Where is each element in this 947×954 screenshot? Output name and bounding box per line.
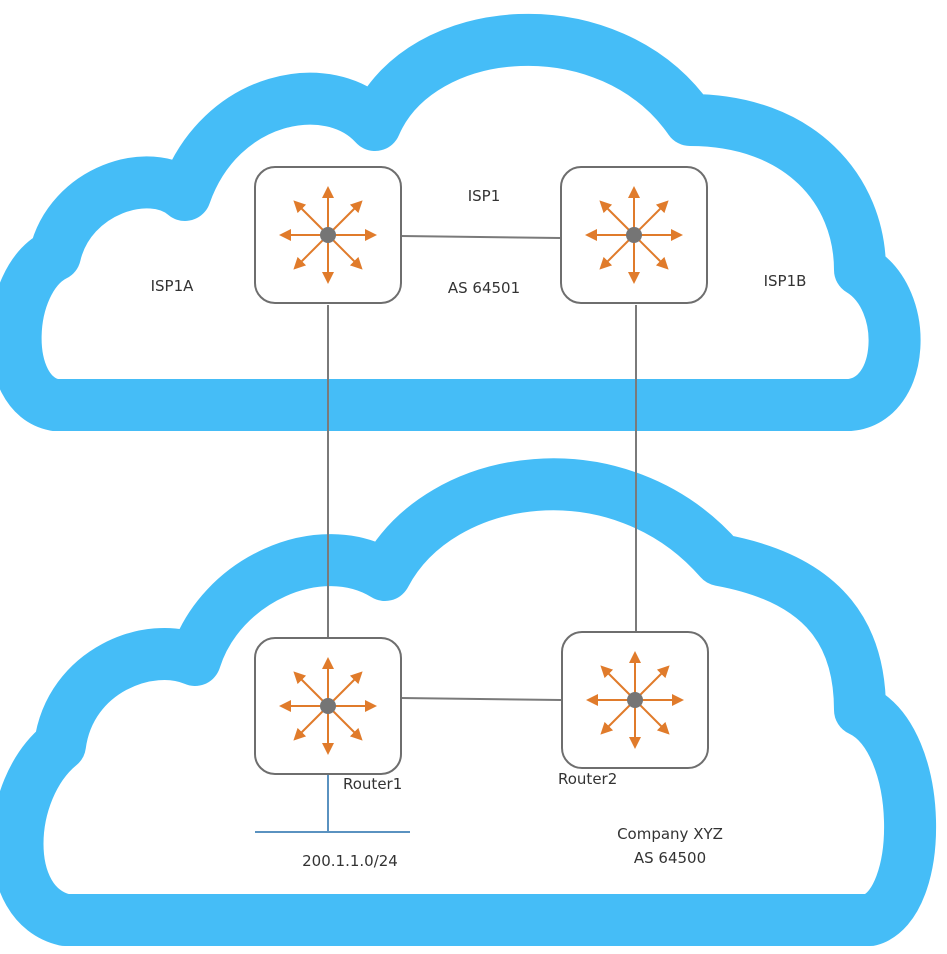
link-router1-router2 [400,697,562,701]
isp-as-label: AS 64501 [448,279,520,297]
hub-dot-icon [627,692,643,708]
router-isp1a[interactable] [254,166,402,304]
multilayer-switch-icon [586,651,684,749]
company-cloud [0,458,936,946]
hub-dot-icon [320,227,336,243]
router-router1[interactable] [254,637,402,775]
isp-cloud [0,14,921,431]
company-as-label: AS 64500 [634,849,706,867]
link-isp1a-isp1b [400,235,561,239]
hub-dot-icon [320,698,336,714]
company-name-label: Company XYZ [617,825,723,843]
links [255,235,637,833]
network-label: 200.1.1.0/24 [302,852,398,870]
router1-label: Router1 [343,775,402,793]
router2-label: Router2 [558,770,617,788]
isp1a-label: ISP1A [151,277,195,295]
multilayer-switch-icon [279,657,377,755]
isp-name-label: ISP1 [468,187,501,205]
multilayer-switch-icon [279,186,377,284]
router-router2[interactable] [561,631,709,769]
isp-cloud-shape [0,14,921,431]
router-isp1b[interactable] [560,166,708,304]
isp1b-label: ISP1B [764,272,807,290]
hub-dot-icon [626,227,642,243]
multilayer-switch-icon [585,186,683,284]
company-cloud-shape [0,458,936,946]
